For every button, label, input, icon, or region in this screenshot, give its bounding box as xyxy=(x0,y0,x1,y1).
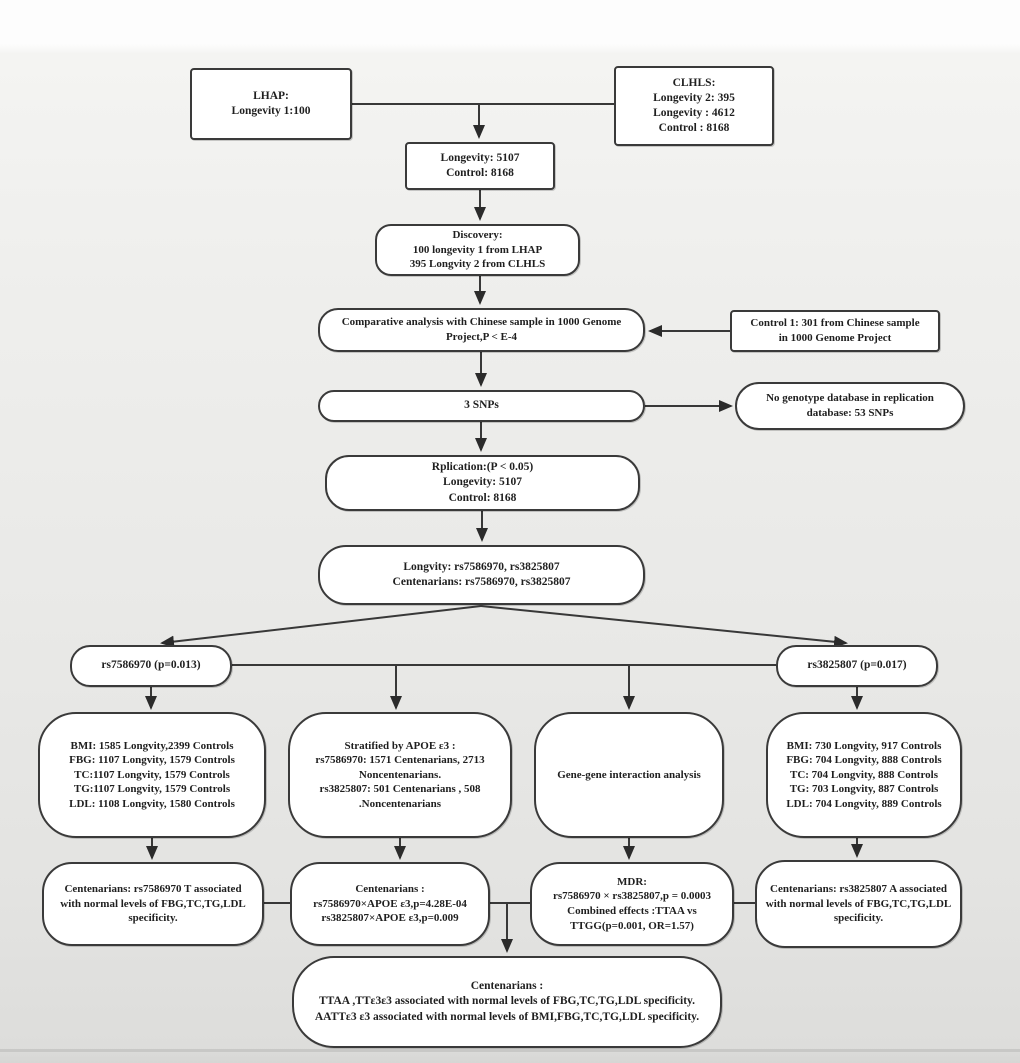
node-comparative-analysis: Comparative analysis with Chinese sample… xyxy=(318,308,645,352)
text-line: LDL: 1108 Longvity, 1580 Controls xyxy=(69,797,235,810)
node-stratified-apoe: Stratified by APOE ε3 : rs7586970: 1571 C… xyxy=(288,712,512,838)
text-line: rs3825807: 501 Centenarians , 508 xyxy=(319,783,481,796)
text-line: Centenarians : xyxy=(470,980,544,993)
text-line: Longevity: 5107 xyxy=(443,476,522,489)
text-line: rs7586970×APOE ε3,p=4.28E-04 xyxy=(313,897,467,910)
node-result-apoe: Centenarians :rs7586970×APOE ε3,p=4.28E-… xyxy=(290,862,490,946)
text-line: FBG: 1107 Longvity, 1579 Controls xyxy=(69,754,235,767)
text-line: Centenarians: rs7586970, rs3825807 xyxy=(392,576,571,588)
text-line: Combined effects :TTAA vs xyxy=(567,905,697,917)
arrow-longvity-rs7586970 xyxy=(160,605,482,648)
text-line: AATTε3 ε3 associated with normal levels … xyxy=(314,1010,700,1023)
text-line: specificity. xyxy=(128,912,178,925)
text-line: BMI: 1585 Longvity,2399 Controls xyxy=(70,739,234,752)
text-line: Control: 8168 xyxy=(446,167,514,179)
text-line: Stratified by APOE ε3 : xyxy=(344,739,456,752)
scan-edge-line xyxy=(0,1049,1020,1052)
text-line: 395 Longvity 2 from CLHLS xyxy=(409,258,546,271)
text-line: TC: 704 Longvity, 888 Controls xyxy=(789,768,938,781)
text-line: Discovery: xyxy=(452,229,503,242)
node-lhap: LHAP: Longevity 1:100 xyxy=(190,68,352,140)
text-line: 100 longevity 1 from LHAP xyxy=(412,243,543,256)
node-final-centenarians: Centenarians : TTAA ,TTε3ε3 associated wi… xyxy=(292,956,722,1048)
node-no-genotype: No genotype database in replication datab… xyxy=(735,382,965,430)
text-line: Centenarians: rs3825807 A associated xyxy=(770,883,947,896)
text-line: rs7586970 × rs3825807,p = 0.0003 xyxy=(553,890,711,903)
text-line: Longevity : 4612 xyxy=(653,107,735,119)
text-line: MDR: xyxy=(617,875,647,888)
arrow-longvity-rs3825807 xyxy=(480,605,848,648)
text-line: Longvity: rs7586970, rs3825807 xyxy=(403,560,560,573)
node-rs3825807: rs3825807 (p=0.017) xyxy=(776,645,938,687)
node-gene-gene: Gene-gene interaction analysis xyxy=(534,712,724,838)
text-line: TG: 703 Longvity, 887 Controls xyxy=(789,783,939,796)
text-line: TTAA ,TTε3ε3 associated with normal leve… xyxy=(318,995,696,1008)
node-rs7586970: rs7586970 (p=0.013) xyxy=(70,645,232,687)
text-line: TC:1107 Longvity, 1579 Controls xyxy=(74,768,230,781)
text-line: Control 1: 301 from Chinese sample xyxy=(750,317,920,330)
node-control1: Control 1: 301 from Chinese sample in 100… xyxy=(730,310,940,352)
text-line: Noncentenarians. xyxy=(358,768,442,781)
text-line: Control: 8168 xyxy=(448,491,517,504)
text-line: BMI: 730 Longvity, 917 Controls xyxy=(786,739,942,752)
text-line: Longevity: 5107 xyxy=(440,151,520,164)
text-line: Centenarians: rs7586970 T associated xyxy=(64,883,242,896)
text-line: FBG: 704 Longvity, 888 Controls xyxy=(786,754,942,767)
text-line: .Noncentenarians xyxy=(358,797,442,810)
text-line: TG:1107 Longvity, 1579 Controls xyxy=(73,783,231,796)
text-line: rs7586970: 1571 Centenarians, 2713 xyxy=(315,754,485,767)
text-line: LDL: 704 Longvity, 889 Controls xyxy=(786,797,942,810)
text-line: specificity. xyxy=(833,912,884,925)
text-line: 3 SNPs xyxy=(464,399,499,412)
text-line: Rplication:(P < 0.05) xyxy=(431,461,534,474)
text-line: Gene-gene interaction analysis xyxy=(557,768,701,781)
text-line: Centenarians : xyxy=(355,883,425,896)
text-line: Project,P < E-4 xyxy=(445,331,518,343)
text-line: LHAP: xyxy=(253,89,289,102)
text-line: database: 53 SNPs xyxy=(806,407,894,419)
node-3snps: 3 SNPs xyxy=(318,390,645,422)
text-line: TTGG(p=0.001, OR=1.57) xyxy=(570,919,694,932)
text-line: with normal levels of FBG,TC,TG,LDL xyxy=(60,897,246,910)
text-line: with normal levels of FBG,TC,TG,LDL xyxy=(765,897,952,910)
text-line: Longevity 1:100 xyxy=(231,105,311,117)
text-line: rs3825807 (p=0.017) xyxy=(807,659,907,672)
text-line: rs7586970 (p=0.013) xyxy=(101,659,201,672)
text-line: Longevity 2: 395 xyxy=(653,91,735,104)
text-line: Control : 8168 xyxy=(658,122,730,135)
text-line: No genotype database in replication xyxy=(766,392,934,405)
node-discovery: Discovery:100 longevity 1 from LHAP 395 L… xyxy=(375,224,580,276)
text-line: CLHLS: xyxy=(672,76,716,89)
text-line: Comparative analysis with Chinese sample… xyxy=(341,316,622,329)
text-line: in 1000 Genome Project xyxy=(778,332,892,344)
text-line: rs3825807×APOE ε3,p=0.009 xyxy=(321,912,459,925)
